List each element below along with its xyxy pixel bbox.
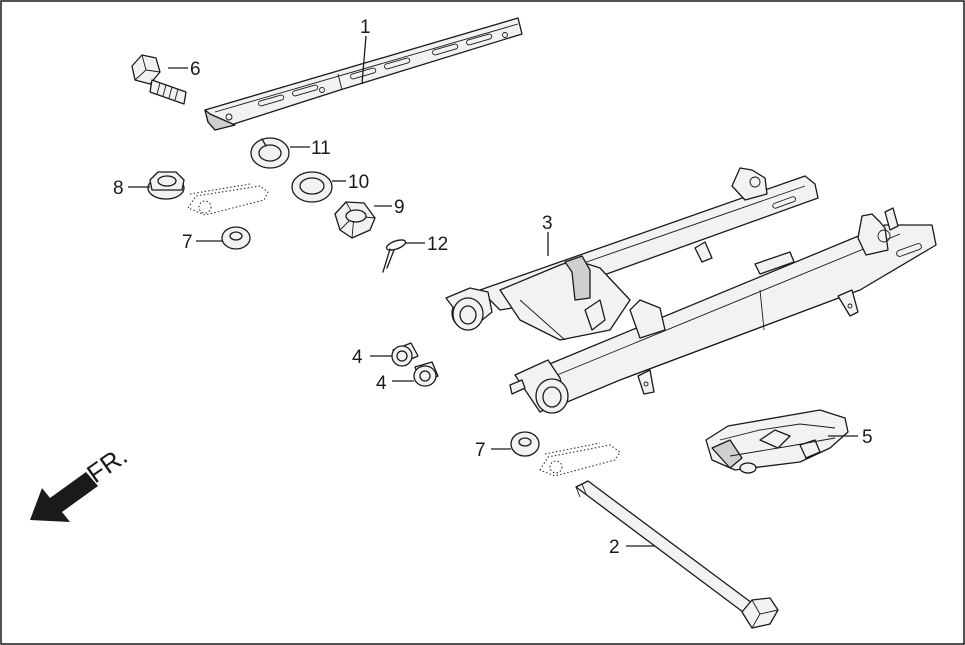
flange-nut [147, 171, 185, 200]
swingarm [445, 167, 937, 414]
callout-1: 1 [360, 17, 371, 38]
chain-slider [705, 409, 849, 474]
hex-nut [334, 201, 376, 239]
callout-7-upper: 7 [182, 232, 193, 253]
callout-12: 12 [427, 234, 448, 255]
pivot-bushing-upper [391, 342, 419, 367]
callout-11: 11 [311, 138, 331, 159]
callout-numbers: 1 6 11 10 8 9 7 12 3 4 4 7 5 2 [113, 17, 873, 558]
leader-lines [128, 35, 858, 547]
callout-3: 3 [542, 213, 553, 234]
chain-guard-bar [204, 17, 523, 131]
chain-adjuster-plate-ref-lower [539, 442, 621, 477]
plain-washer [291, 171, 333, 203]
forward-arrow-icon [30, 472, 98, 522]
adjuster-collar-upper [221, 226, 251, 250]
adjuster-collar-lower [510, 431, 540, 457]
spring-washer [250, 137, 290, 169]
callout-8: 8 [113, 178, 124, 199]
callout-2: 2 [609, 537, 620, 558]
cotter-pin [382, 239, 407, 273]
callout-4-upper: 4 [352, 347, 363, 368]
callout-5: 5 [862, 427, 873, 448]
chain-adjuster-plate-ref [187, 183, 269, 216]
callout-10: 10 [348, 172, 369, 193]
forward-direction-indicator: FR. [30, 440, 133, 522]
flange-bolt [131, 54, 187, 105]
callout-9: 9 [394, 197, 405, 218]
callout-6: 6 [190, 59, 201, 80]
pivot-bushing-lower [413, 361, 439, 387]
pivot-axle [575, 480, 779, 629]
callout-4-lower: 4 [376, 373, 387, 394]
callout-7-lower: 7 [475, 440, 486, 461]
